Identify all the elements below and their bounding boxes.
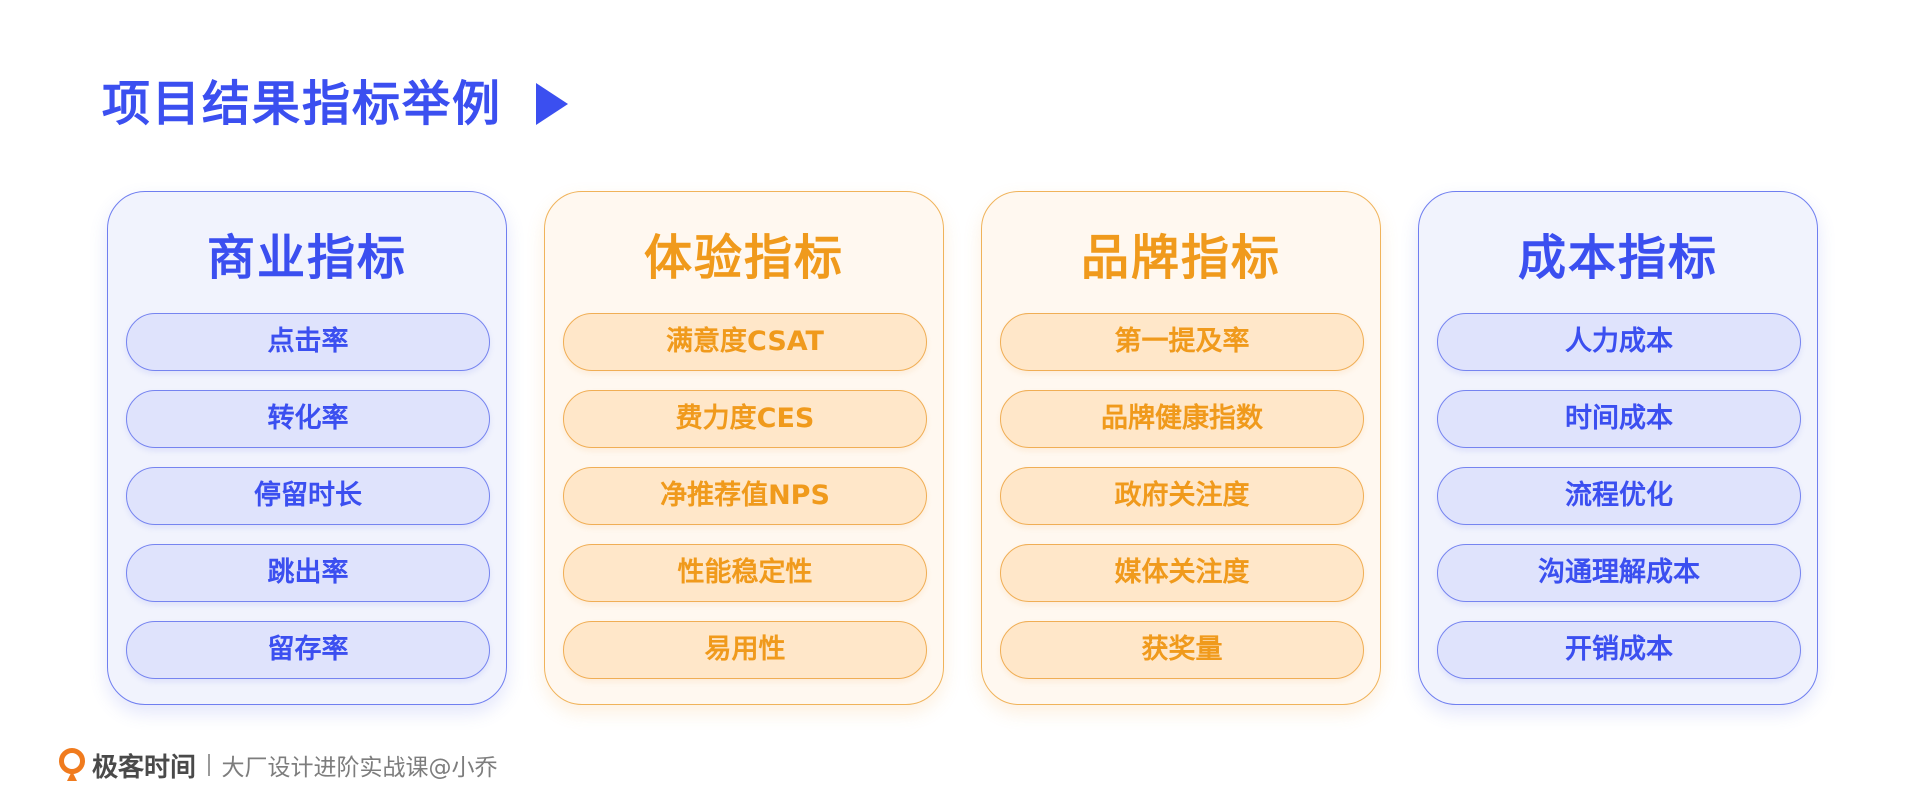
metric-list: 第一提及率 品牌健康指数 政府关注度 媒体关注度 获奖量 [1000, 313, 1364, 679]
metric-pill: 停留时长 [126, 467, 490, 525]
metric-pill: 性能稳定性 [563, 544, 927, 602]
metric-pill: 转化率 [126, 390, 490, 448]
metric-pill: 品牌健康指数 [1000, 390, 1364, 448]
metric-pill: 媒体关注度 [1000, 544, 1364, 602]
footer-divider [208, 754, 210, 776]
metric-pill: 政府关注度 [1000, 467, 1364, 525]
card-title: 商业指标 [206, 230, 407, 286]
footer: 极客时间 大厂设计进阶实战课@小乔 [58, 745, 498, 785]
card-business-metrics: 商业指标 点击率 转化率 停留时长 跳出率 留存率 [107, 191, 507, 705]
metric-pill: 留存率 [126, 621, 490, 679]
geek-time-logo-icon [59, 748, 85, 781]
metric-pill: 流程优化 [1437, 467, 1801, 525]
card-title: 成本指标 [1517, 230, 1718, 286]
title-row: 项目结果指标举例 [102, 72, 569, 136]
metric-pill: 获奖量 [1000, 621, 1364, 679]
card-cost-metrics: 成本指标 人力成本 时间成本 流程优化 沟通理解成本 开销成本 [1418, 191, 1818, 705]
metric-pill: 第一提及率 [1000, 313, 1364, 371]
metric-pill: 开销成本 [1437, 621, 1801, 679]
metric-pill: 时间成本 [1437, 390, 1801, 448]
metric-pill: 点击率 [126, 313, 490, 371]
metric-pill: 跳出率 [126, 544, 490, 602]
play-arrow-icon [536, 83, 569, 125]
card-brand-metrics: 品牌指标 第一提及率 品牌健康指数 政府关注度 媒体关注度 获奖量 [981, 191, 1381, 705]
page-title: 项目结果指标举例 [102, 76, 503, 132]
metric-list: 满意度CSAT 费力度CES 净推荐值NPS 性能稳定性 易用性 [563, 313, 927, 679]
metric-pill: 易用性 [563, 621, 927, 679]
card-title: 品牌指标 [1080, 230, 1281, 286]
metric-pill: 人力成本 [1437, 313, 1801, 371]
card-title: 体验指标 [643, 230, 844, 286]
metric-pill: 满意度CSAT [563, 313, 927, 371]
metric-pill: 沟通理解成本 [1437, 544, 1801, 602]
brand-name: 极客时间 [92, 752, 197, 783]
metric-cards: 商业指标 点击率 转化率 停留时长 跳出率 留存率 体验指标 满意度CSAT 费… [107, 191, 1818, 705]
metric-pill: 费力度CES [563, 390, 927, 448]
card-experience-metrics: 体验指标 满意度CSAT 费力度CES 净推荐值NPS 性能稳定性 易用性 [544, 191, 944, 705]
footer-credit: 大厂设计进阶实战课@小乔 [221, 755, 498, 781]
metric-list: 人力成本 时间成本 流程优化 沟通理解成本 开销成本 [1437, 313, 1801, 679]
metric-pill: 净推荐值NPS [563, 467, 927, 525]
metric-list: 点击率 转化率 停留时长 跳出率 留存率 [126, 313, 490, 679]
